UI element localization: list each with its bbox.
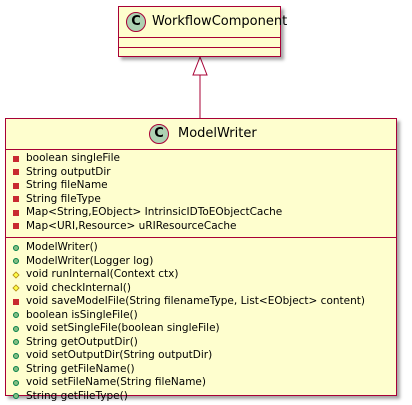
method-row: void setOutputDir(String outputDir) xyxy=(6,349,396,363)
public-visibility-icon xyxy=(13,366,19,372)
private-visibility-icon xyxy=(13,223,19,229)
method-row: ModelWriter(Logger log) xyxy=(6,255,396,269)
method-row: void setSingleFile(boolean singleFile) xyxy=(6,322,396,336)
method-row: String getFileType() xyxy=(6,390,396,404)
fields-section: boolean singleFile String outputDir Stri… xyxy=(6,149,396,237)
public-visibility-icon xyxy=(13,325,19,332)
class-badge-icon: C xyxy=(149,124,169,144)
field-row: Map<URI,Resource> uRIResourceCache xyxy=(6,220,396,234)
method-row: void runInternal(Context ctx) xyxy=(6,268,396,282)
protected-visibility-icon xyxy=(12,284,20,292)
public-visibility-icon xyxy=(13,244,19,251)
field-row: Map<String,EObject> IntrinsicIDToEObject… xyxy=(6,206,396,220)
field-row: String outputDir xyxy=(6,166,396,180)
public-visibility-icon xyxy=(13,393,19,399)
class-header: C WorkflowComponent xyxy=(119,7,287,37)
inheritance-arrowhead xyxy=(192,55,208,76)
field-row: String fileType xyxy=(6,193,396,207)
method-text: ModelWriter(Logger log) xyxy=(26,254,154,267)
class-header: C ModelWriter xyxy=(6,119,396,149)
method-text: boolean isSingleFile() xyxy=(26,308,138,321)
method-row: String getOutputDir() xyxy=(6,336,396,350)
field-row: boolean singleFile xyxy=(6,152,396,166)
public-visibility-icon xyxy=(13,312,19,318)
method-text: void setFileName(String fileName) xyxy=(26,376,206,388)
class-name: WorkflowComponent xyxy=(152,14,288,29)
method-text: String getOutputDir() xyxy=(26,335,138,348)
fields-section xyxy=(119,37,280,47)
private-visibility-icon xyxy=(13,298,19,305)
method-row: ModelWriter() xyxy=(6,241,396,255)
field-text: boolean singleFile xyxy=(26,152,120,164)
method-row: void checkInternal() xyxy=(6,282,396,296)
method-row: void saveModelFile(String filenameType, … xyxy=(6,295,396,309)
class-name: ModelWriter xyxy=(178,126,257,141)
method-text: void runInternal(Context ctx) xyxy=(26,268,179,280)
class-workflow-component[interactable]: C WorkflowComponent xyxy=(118,6,287,57)
field-text: String fileName xyxy=(26,179,108,191)
public-visibility-icon xyxy=(13,379,19,386)
method-row: String getFileName() xyxy=(6,363,396,377)
public-visibility-icon xyxy=(13,352,19,359)
methods-section: ModelWriter() ModelWriter(Logger log) vo… xyxy=(6,237,396,405)
field-text: Map<String,EObject> IntrinsicIDToEObject… xyxy=(26,206,283,218)
method-text: void setOutputDir(String outputDir) xyxy=(26,349,213,361)
method-row: boolean isSingleFile() xyxy=(6,309,396,323)
public-visibility-icon xyxy=(13,258,19,264)
field-text: String outputDir xyxy=(26,165,111,178)
field-row: String fileName xyxy=(6,179,396,193)
method-text: String getFileType() xyxy=(26,389,128,402)
private-visibility-icon xyxy=(13,209,19,216)
protected-visibility-icon xyxy=(12,270,20,279)
field-text: Map<URI,Resource> uRIResourceCache xyxy=(26,219,237,232)
method-text: String getFileName() xyxy=(26,362,135,375)
public-visibility-icon xyxy=(13,339,19,345)
private-visibility-icon xyxy=(13,155,19,162)
method-text: void setSingleFile(boolean singleFile) xyxy=(26,322,220,334)
method-text: ModelWriter() xyxy=(26,241,98,253)
private-visibility-icon xyxy=(13,169,19,175)
method-text: void checkInternal() xyxy=(26,281,131,294)
methods-section xyxy=(119,47,280,56)
private-visibility-icon xyxy=(13,196,19,202)
field-text: String fileType xyxy=(26,192,101,205)
class-badge-icon: C xyxy=(126,12,146,32)
private-visibility-icon xyxy=(13,182,19,189)
method-row: void setFileName(String fileName) xyxy=(6,376,396,390)
method-text: void saveModelFile(String filenameType, … xyxy=(26,295,365,307)
class-model-writer[interactable]: C ModelWriter boolean singleFile String … xyxy=(5,118,397,402)
